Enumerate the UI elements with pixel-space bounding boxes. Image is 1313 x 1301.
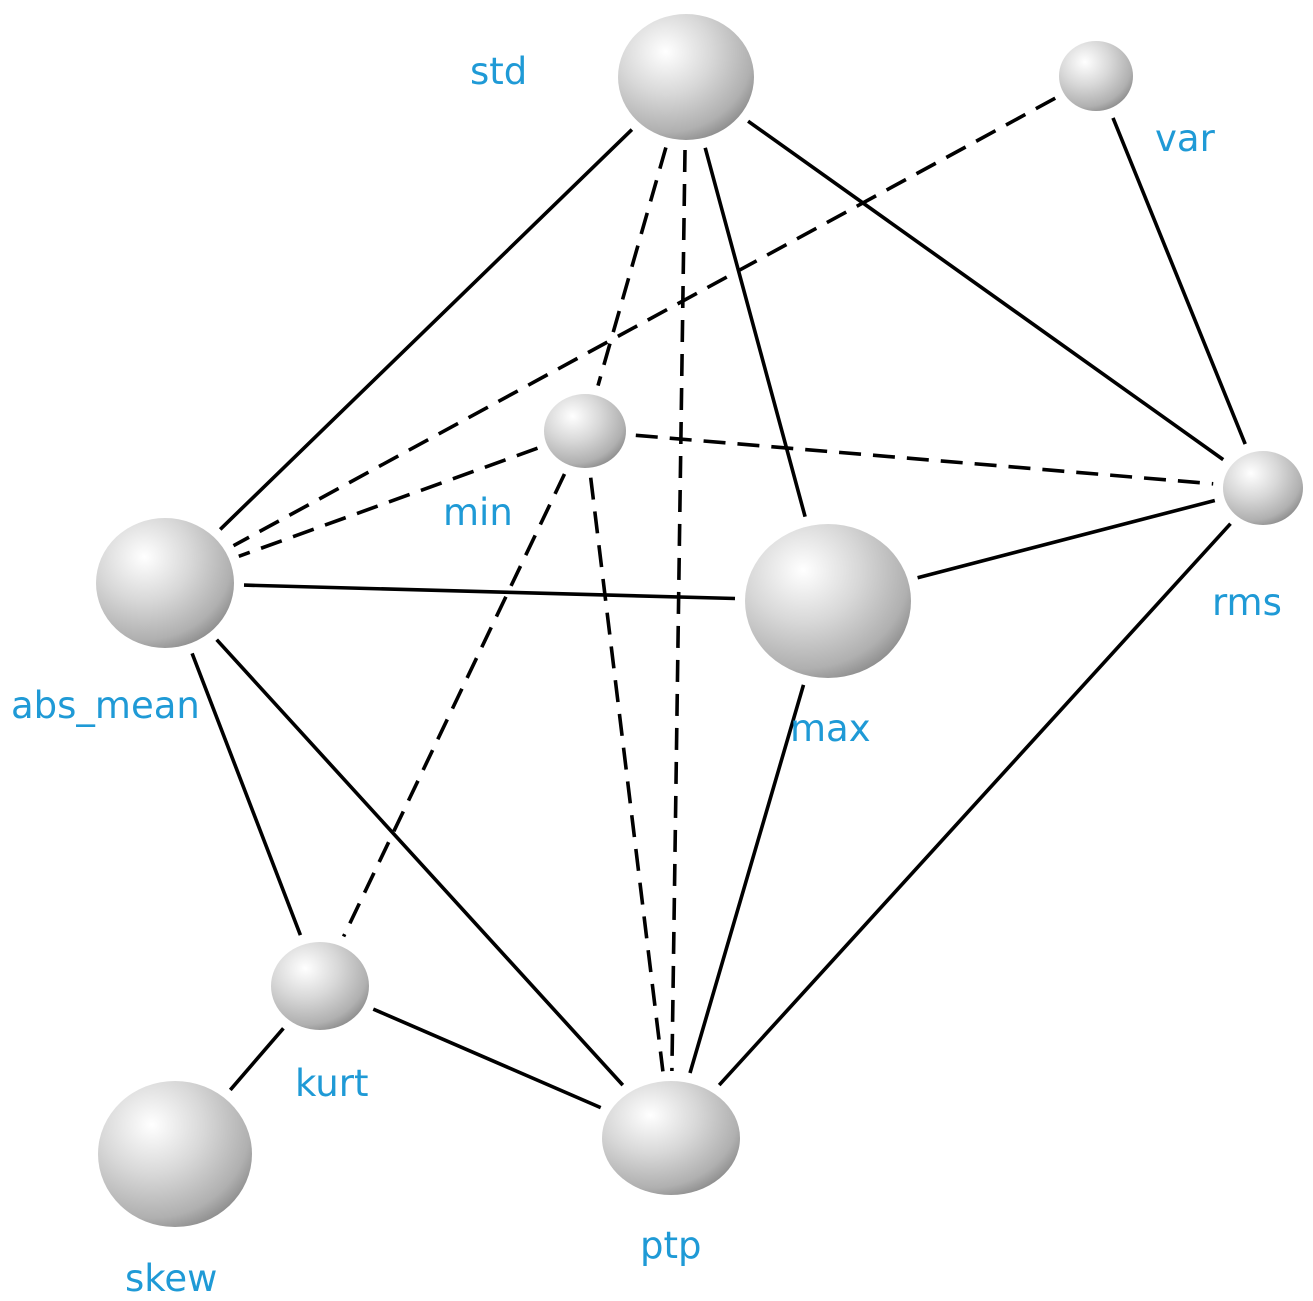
edge-abs_mean-kurt: [190, 652, 303, 936]
node-rms: [1223, 451, 1303, 525]
node-label-var: var: [1155, 117, 1216, 160]
node-label-max: max: [790, 707, 871, 750]
edge-abs_mean-max: [243, 583, 736, 601]
edge-abs_mean-ptp: [215, 638, 625, 1087]
node-ptp: [602, 1081, 740, 1195]
node-abs_mean: [96, 518, 234, 648]
node-std: [618, 14, 754, 140]
edge-min-kurt: [341, 473, 567, 938]
node-label-abs_mean: abs_mean: [11, 684, 200, 727]
edge-rms-ptp: [717, 522, 1232, 1087]
node-label-rms: rms: [1212, 581, 1282, 624]
node-label-kurt: kurt: [295, 1062, 368, 1105]
node-label-std: std: [470, 50, 527, 93]
edge-min-abs_mean: [238, 446, 539, 558]
node-min: [544, 394, 626, 468]
edge-max-rms: [917, 498, 1216, 580]
edge-std-abs_mean: [218, 128, 634, 531]
edge-var-abs_mean: [232, 96, 1057, 548]
edge-max-ptp: [688, 684, 806, 1074]
edge-min-rms: [635, 433, 1214, 486]
node-label-skew: skew: [125, 1257, 217, 1300]
edge-std-max: [703, 147, 807, 518]
node-label-min: min: [443, 491, 513, 534]
edge-kurt-skew: [228, 1027, 285, 1092]
node-max: [745, 524, 911, 678]
edge-kurt-ptp: [372, 1007, 602, 1110]
edge-var-rms: [1111, 117, 1247, 445]
node-skew: [98, 1081, 252, 1227]
edge-min-ptp: [588, 477, 665, 1072]
node-layer: [96, 14, 1303, 1227]
edge-std-rms: [747, 119, 1225, 462]
node-kurt: [271, 942, 369, 1030]
edge-std-min: [596, 147, 668, 387]
node-label-ptp: ptp: [640, 1224, 701, 1267]
node-var: [1059, 41, 1133, 111]
edge-std-ptp: [670, 149, 687, 1072]
edge-layer: [190, 96, 1247, 1110]
